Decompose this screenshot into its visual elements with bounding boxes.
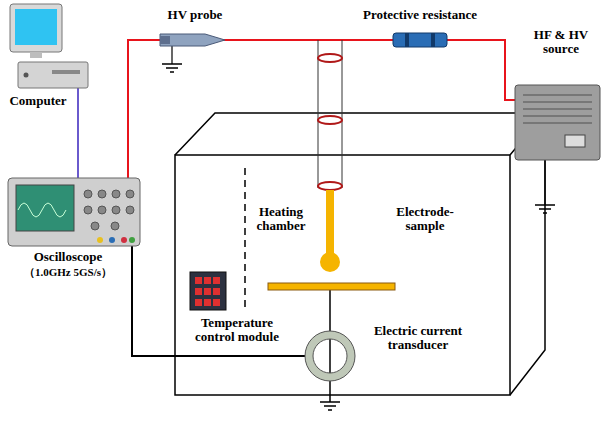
- resistor-band: [405, 33, 409, 47]
- source-label: HF & HV source: [523, 28, 599, 57]
- resistor-symbol: [393, 33, 447, 47]
- transducer-label: Electric current transducer: [358, 324, 478, 353]
- chamber-top: [175, 113, 545, 155]
- vents: [523, 95, 592, 123]
- probe-ground-wire: [171, 46, 172, 64]
- dashed-line: [244, 168, 246, 312]
- electrode-assembly: [268, 40, 395, 290]
- wires: [78, 40, 545, 402]
- digit: [204, 288, 211, 295]
- signal-wire: [132, 246, 308, 356]
- hv-wire: [128, 40, 515, 178]
- ground-symbol: [162, 64, 182, 72]
- oscilloscope-label: Oscilloscope: [13, 250, 123, 264]
- sample-plate: [268, 283, 395, 290]
- switch: [565, 135, 585, 147]
- channel-input: [129, 237, 135, 243]
- electrode-ball: [320, 252, 340, 272]
- oscilloscope-screen: [16, 185, 74, 231]
- probe-body: [160, 34, 225, 46]
- module-case: [190, 272, 226, 310]
- chamber-label: Heating chamber: [249, 205, 313, 234]
- ground-symbols: [162, 64, 555, 410]
- knobs: [84, 190, 134, 230]
- transducer-ring: [309, 335, 351, 377]
- monitor: [10, 4, 62, 52]
- waveform: [18, 203, 66, 217]
- channel-input: [109, 237, 115, 243]
- display-digits: [195, 277, 220, 306]
- probe-grip: [160, 36, 170, 44]
- power-button: [24, 73, 29, 78]
- digit: [195, 288, 202, 295]
- digit: [195, 299, 202, 306]
- computer-label: Computer: [5, 94, 71, 108]
- tube-wall: [342, 40, 343, 188]
- monitor-stand: [30, 52, 42, 58]
- heating-chamber: [175, 113, 545, 395]
- digit: [213, 288, 220, 295]
- computer-icon: [10, 4, 88, 88]
- current-transducer-symbol: [305, 331, 355, 381]
- electrode-rod: [326, 190, 334, 254]
- channel-input: [97, 237, 103, 243]
- vent-slot: [523, 94, 592, 96]
- digit: [213, 277, 220, 284]
- probe-label: HV probe: [150, 8, 240, 22]
- digit: [204, 277, 211, 284]
- insulator-ring: [318, 54, 342, 62]
- temperature-module-icon: [190, 272, 226, 310]
- hf-hv-source-icon: [515, 85, 600, 160]
- electrode-label: Electrode-sample: [385, 205, 465, 234]
- vent-slot: [523, 101, 592, 103]
- temperature-label: Temperature control module: [182, 316, 292, 345]
- spec-label: （1.0GHz 5GS/s）: [7, 266, 129, 278]
- digit: [195, 277, 202, 284]
- computer-case: [18, 62, 88, 88]
- insulator-ring: [318, 182, 342, 190]
- vent-slot: [523, 122, 592, 124]
- transducer-outline: [305, 331, 355, 381]
- resistor-band: [431, 33, 435, 47]
- ground-symbol: [320, 402, 340, 410]
- channel-input: [121, 237, 127, 243]
- data-cable: [77, 88, 79, 178]
- tube-wall: [318, 40, 319, 188]
- source-case: [515, 85, 600, 160]
- ground-wire: [329, 290, 331, 402]
- drive-slot: [52, 70, 80, 74]
- source-ground-wire: [544, 160, 545, 205]
- oscilloscope-icon: [8, 178, 140, 246]
- resistor-body: [393, 33, 447, 47]
- hv-probe-symbol: [160, 34, 225, 46]
- screen: [15, 9, 57, 45]
- chamber-front: [175, 155, 510, 395]
- digit: [213, 299, 220, 306]
- oscilloscope-body: [8, 178, 140, 246]
- vent-slot: [523, 108, 592, 110]
- digit: [204, 299, 211, 306]
- resistor-label: Protective resistance: [335, 8, 505, 22]
- transducer-outline: [313, 339, 347, 373]
- ground-symbol: [535, 205, 555, 213]
- vent-slot: [523, 115, 592, 117]
- insulator-ring: [318, 116, 342, 124]
